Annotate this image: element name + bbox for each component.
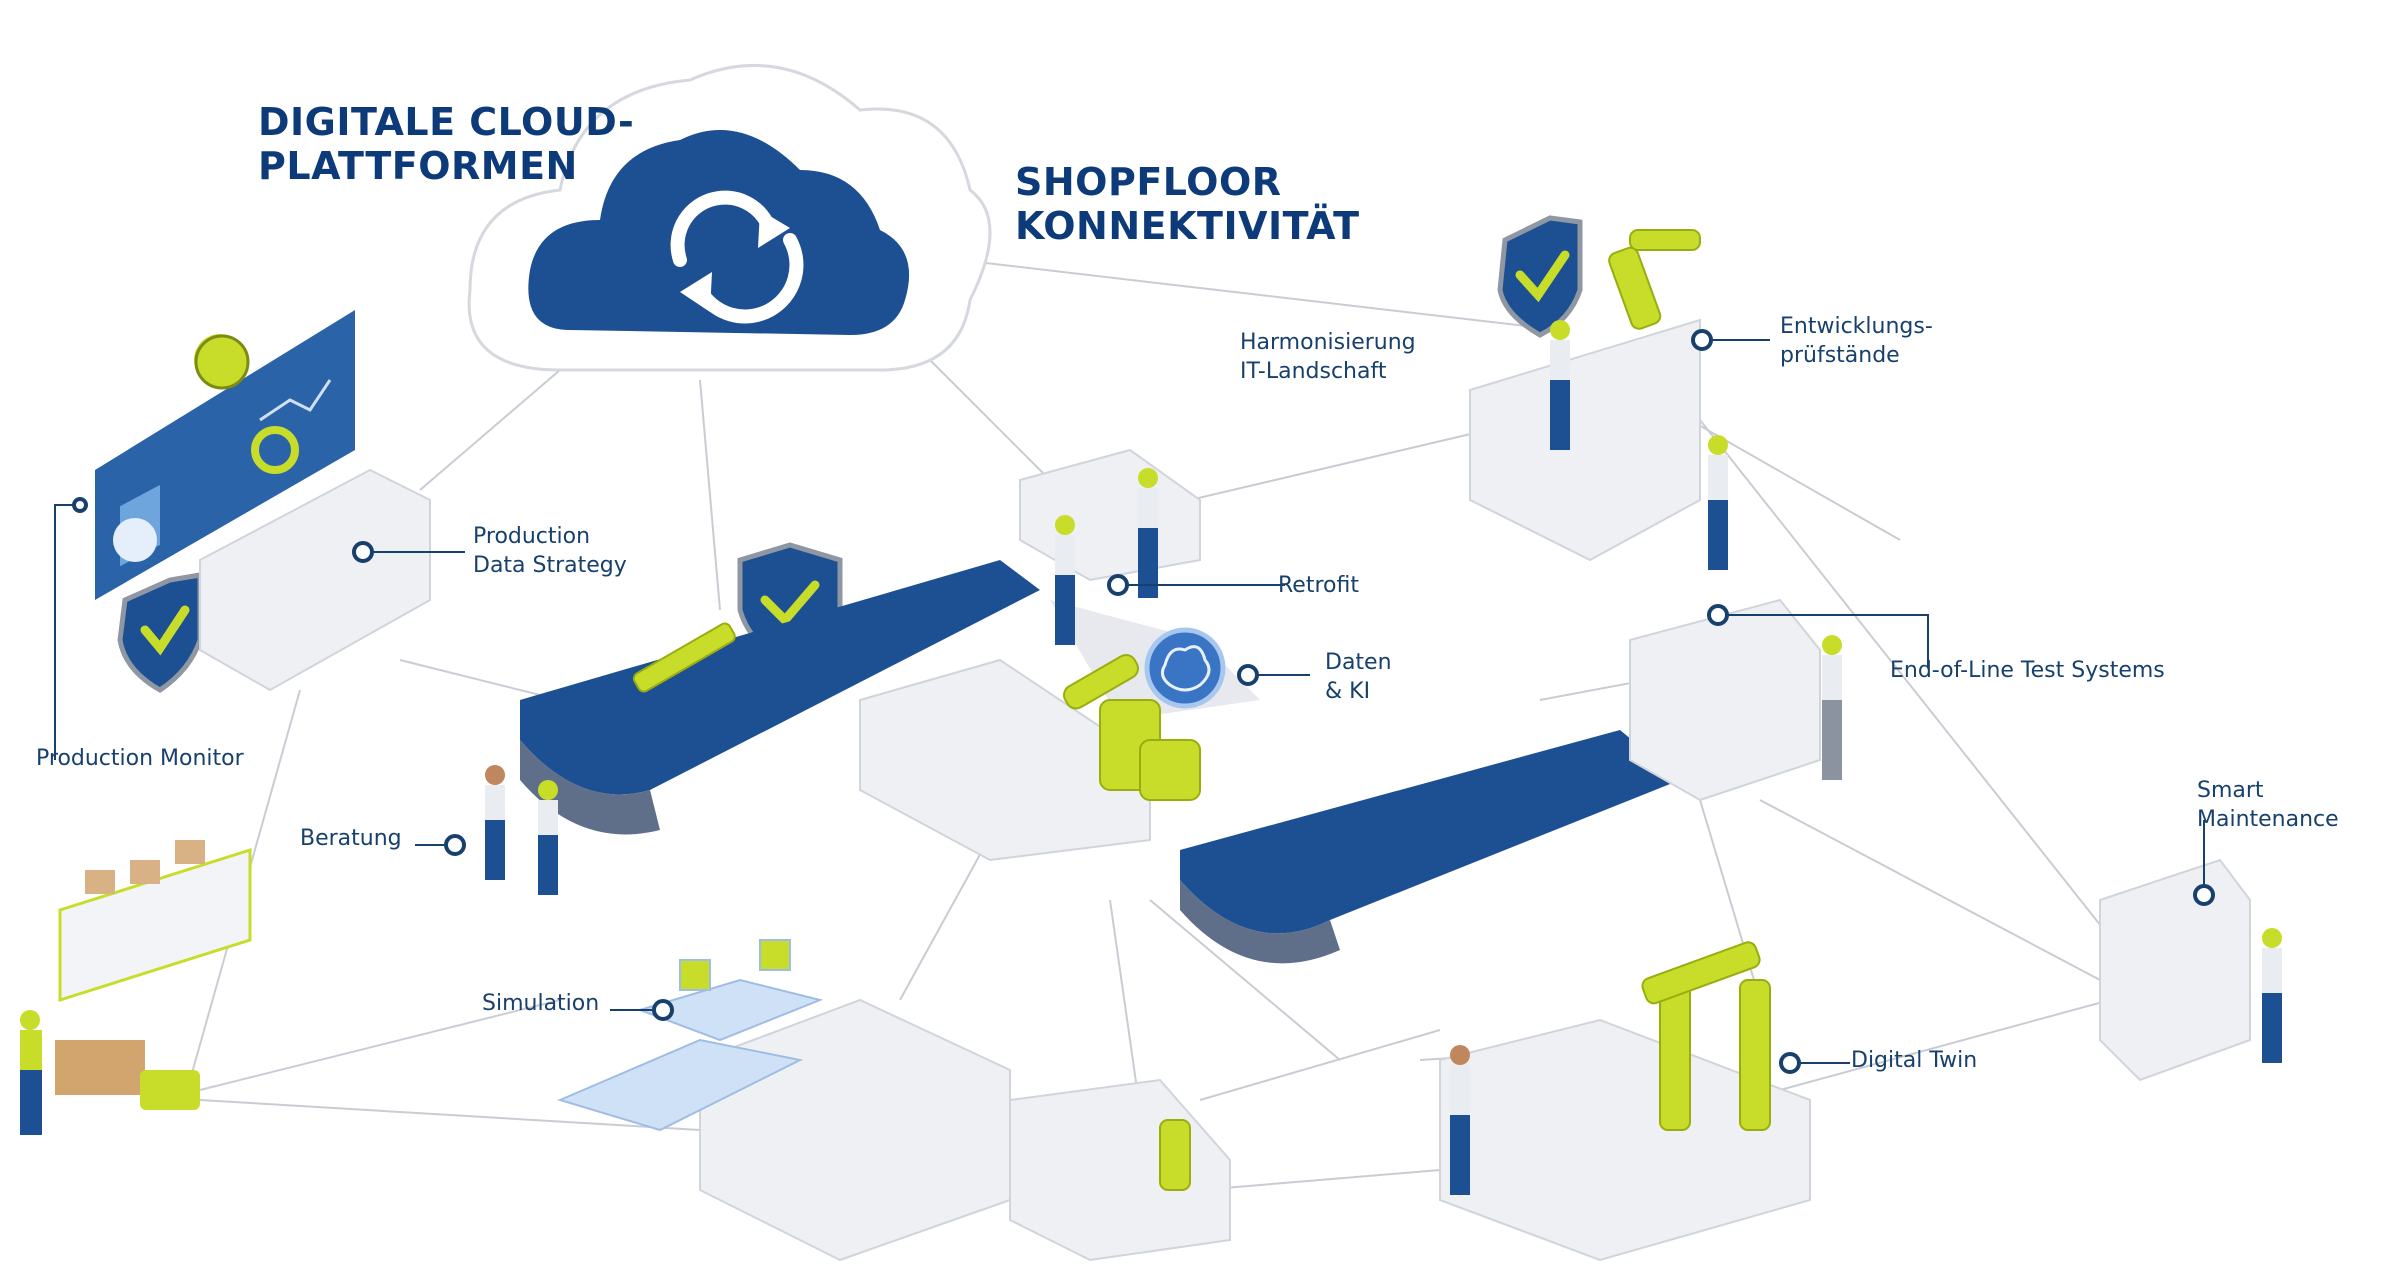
label-daten-ki: Daten & KI [1325,650,1392,704]
callout-dots [72,329,2215,1074]
label-retrofit: Retrofit [1278,573,1359,598]
shopfloor-heading: SHOPFLOOR KONNEKTIVITÄT [1015,160,1360,248]
label-digital-twin: Digital Twin [1851,1048,1978,1073]
worker-icon [20,320,2282,1195]
label-harmonisierung: Harmonisierung IT-Landschaft [1240,330,1416,384]
cloud-platform [467,63,992,372]
cloud-platforms-heading: DIGITALE CLOUD- PLATTFORMEN [258,100,635,188]
label-production-monitor: Production Monitor [36,746,244,771]
shield-check-icon [1497,215,1583,338]
label-simulation: Simulation [482,991,600,1016]
label-production-data-strategy: Production Data Strategy [473,524,627,578]
simulation-blocks [557,939,824,1132]
shield-check-icon [117,572,203,693]
label-end-of-line: End-of-Line Test Systems [1890,658,2165,683]
warehouse-racks [55,840,252,1110]
cloud-sync-icon [670,190,804,324]
label-beratung: Beratung [300,826,402,851]
label-smart-maintenance: Smart Maintenance [2197,778,2339,832]
brain-icon [1144,627,1226,709]
brain-icon [194,334,250,390]
callout-connectors [54,339,2205,1064]
label-entwicklungspruefstaende: Entwicklungs- prüfstände [1780,314,1933,368]
robot-arm-icon [632,229,1771,1191]
